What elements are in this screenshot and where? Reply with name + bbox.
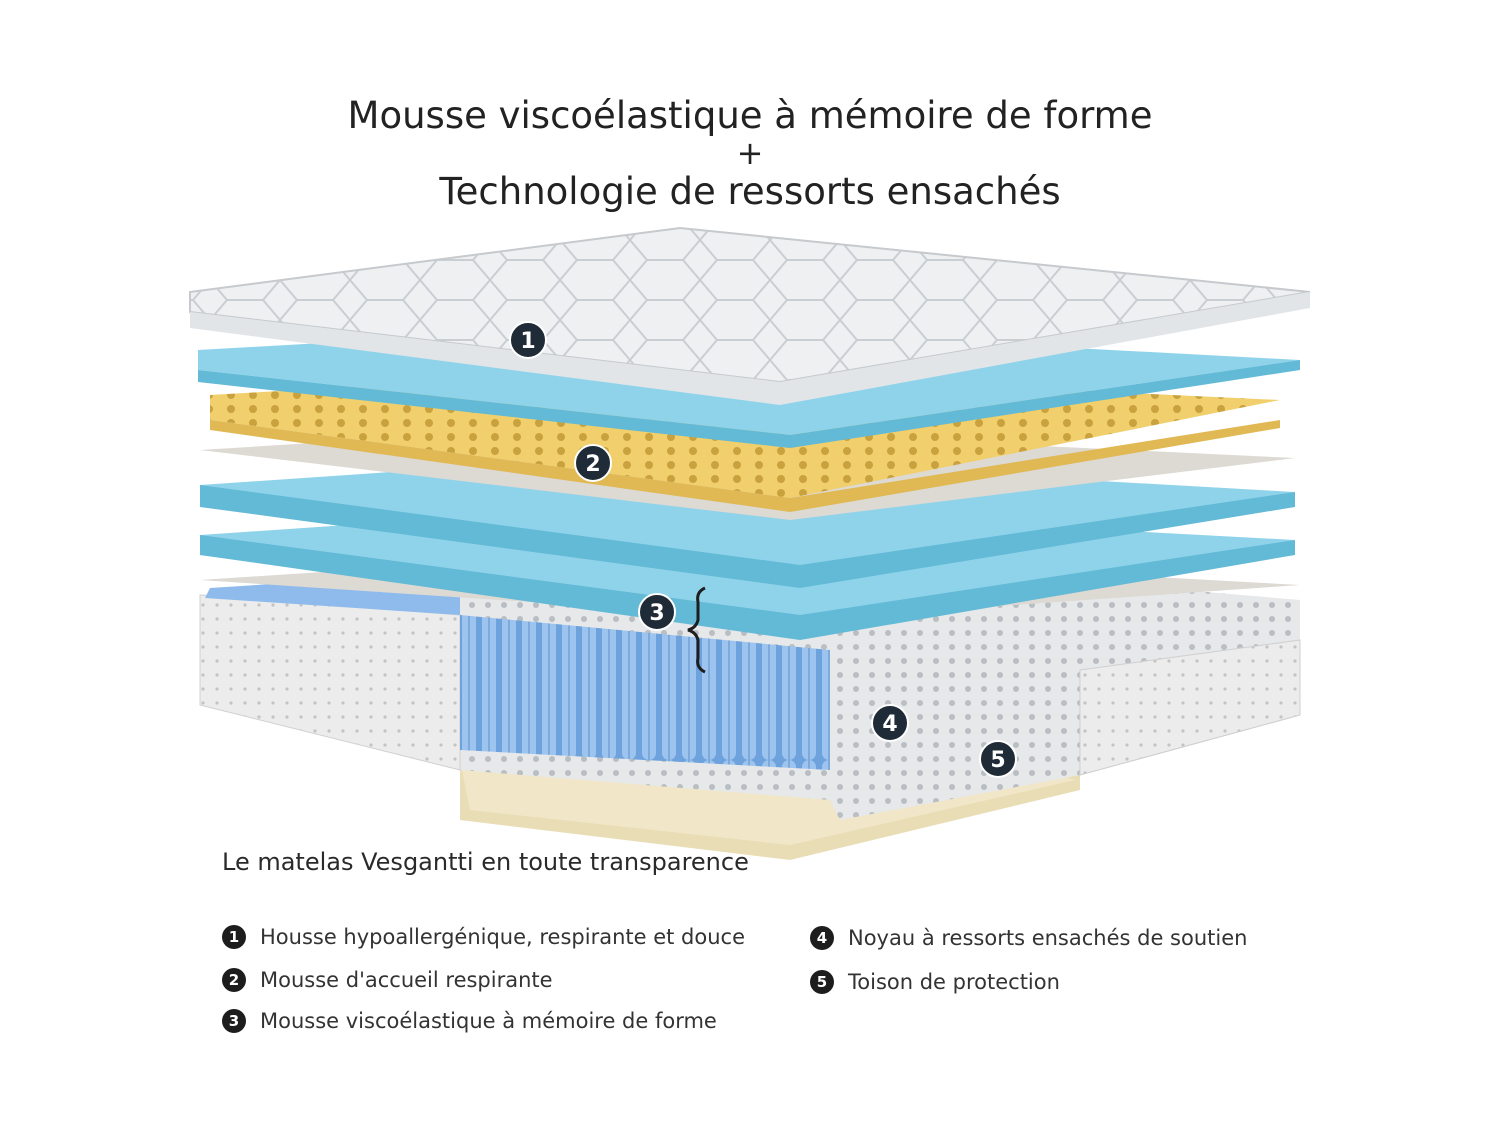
legend-number-badge: 3 [222,1009,246,1033]
diagram-subtitle: Le matelas Vesgantti en toute transparen… [222,848,749,876]
legend-item-3: 3 Mousse viscoélastique à mémoire de for… [222,1009,717,1033]
spring-core-layer [199,560,1301,820]
legend-number-badge: 1 [222,925,246,949]
legend-number-badge: 5 [810,970,834,994]
legend-item-2: 2 Mousse d'accueil respirante [222,968,553,992]
callout-number: 3 [649,601,664,626]
legend-item-4: 4 Noyau à ressorts ensachés de soutien [810,926,1247,950]
legend-text: Noyau à ressorts ensachés de soutien [848,926,1248,950]
title-line-1: Mousse viscoélastique à mémoire de forme [347,94,1153,137]
title-line-2: Technologie de ressorts ensachés [439,170,1061,213]
legend-text: Mousse viscoélastique à mémoire de forme [260,1009,717,1033]
callout-badge-4: 4 [871,704,909,742]
title-plus: + [736,134,764,172]
callout-badge-1: 1 [509,321,547,359]
legend-item-5: 5 Toison de protection [810,970,1060,994]
callout-number: 4 [882,712,897,737]
callout-number: 5 [990,748,1005,773]
legend-text: Mousse d'accueil respirante [260,968,553,992]
callout-badge-5: 5 [979,740,1017,778]
layer-3-brace [687,586,706,674]
legend-text: Toison de protection [848,970,1060,994]
callout-badge-2: 2 [574,444,612,482]
callout-number: 2 [585,452,600,477]
legend-number-badge: 4 [810,926,834,950]
legend-item-1: 1 Housse hypoallergénique, respirante et… [222,925,745,949]
quilted-cover-layer [189,226,1311,405]
callout-badge-3: 3 [638,593,676,631]
mattress-layers-diagram: 1 2 3 4 5 [189,226,1311,860]
callout-number: 1 [520,329,535,354]
legend-text: Housse hypoallergénique, respirante et d… [260,925,745,949]
legend-number-badge: 2 [222,968,246,992]
